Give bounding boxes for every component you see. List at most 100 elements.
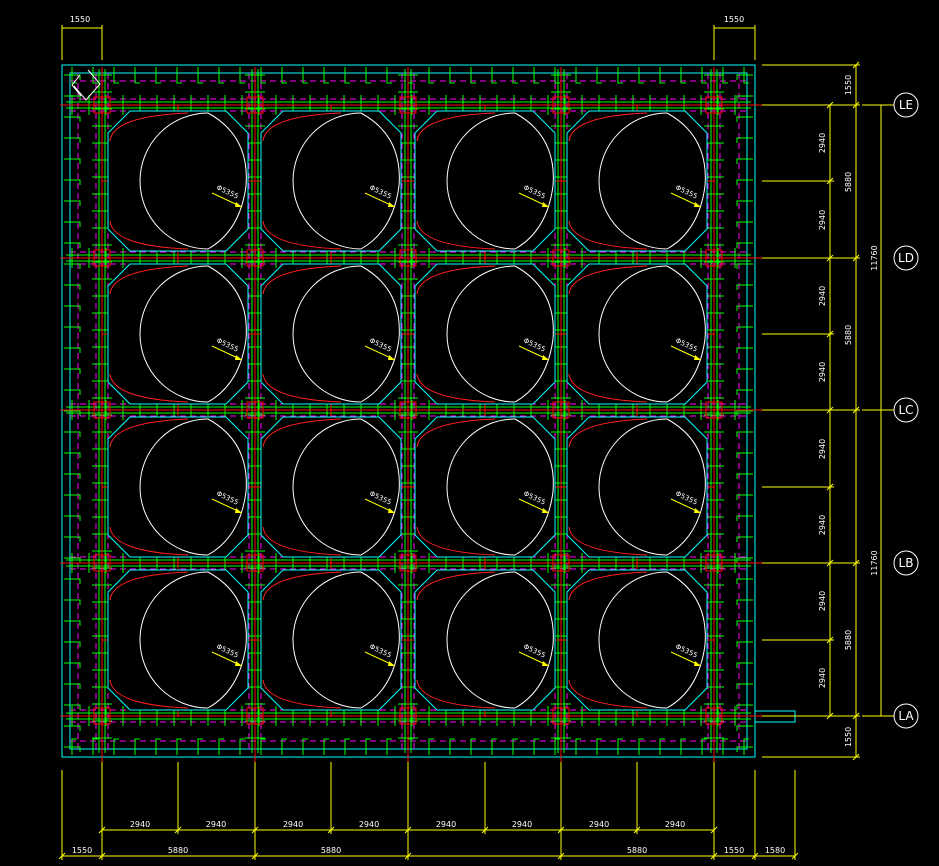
bracket-top-420 [71,67,77,84]
bracket-bottom-475 [638,738,644,755]
node-1-3 [246,554,264,572]
bottom-dim-1-6: 2940 [512,820,532,829]
grid-bubble-lc-circle [893,397,919,423]
bracket-bottom-445 [323,738,329,755]
bracket-bottom-429 [155,738,161,755]
dim-tick-31 [852,712,860,720]
bracket-left-530 [64,536,81,542]
bracket-bottom-455 [428,738,434,755]
well-outline [107,416,249,558]
bracket-bottom-423 [92,738,98,755]
well-arc-red-bottom [416,679,496,709]
well-arc-red-bottom [109,373,189,403]
bracket-top-428 [155,67,161,84]
bracket-left-488 [64,95,81,101]
well-arc-outer [514,265,554,403]
bracket-bottom-435 [218,738,224,755]
well-arc-inner [598,265,668,403]
node-1-2 [246,401,264,419]
bracket-left-526 [64,494,81,500]
bracket-left-512 [64,347,81,353]
bracket-right-533 [736,557,753,563]
well-outline [414,263,556,405]
dim-tick-4 [404,826,412,834]
dim-tick-24 [826,636,834,644]
right-dim-1-2: 2940 [818,210,827,230]
well-outline [107,263,249,405]
well-1-1: Φ5355 [260,263,402,405]
grid-label-lb: LB [899,556,914,570]
node-0-1 [93,249,111,267]
top-dim-left: 1550 [70,15,90,24]
bottom-dim-2-1: 1550 [72,846,92,855]
well-arc-outer [514,418,554,556]
bracket-top-444 [323,67,329,84]
right-dim-2-2: 5880 [844,172,853,192]
dim-tick-18 [826,177,834,185]
node-1-0 [246,96,264,114]
well-arc-red-bottom [262,373,342,403]
grid-bubble-lb-circle [893,550,919,576]
well-arc-red-bottom [416,220,496,250]
well-arc-inner [446,571,516,709]
well-arc-outer [207,112,247,250]
bracket-bottom-439 [260,738,266,755]
bracket-bottom-481 [701,738,707,755]
well-arc-red-top [262,418,342,448]
bracket-bottom-431 [176,738,182,755]
well-outline [260,569,402,711]
well-arc-red-bottom [416,526,496,556]
bracket-right-487 [736,74,753,80]
well-arc-outer [666,418,706,556]
bracket-top-474 [638,67,644,84]
bracket-top-430 [176,67,182,84]
radius-arrowhead [694,202,701,207]
bracket-bottom-485 [743,738,749,755]
well-1-3: Φ5355 [566,263,708,405]
well-arc-outer [514,571,554,709]
dim-tick-22 [826,483,834,491]
well-arc-red-top [262,265,342,295]
dim-tick-32 [852,753,860,761]
bracket-right-495 [736,158,753,164]
well-arc-red-bottom [568,679,648,709]
well-arc-outer [360,418,400,556]
dim-tick-12 [404,852,412,860]
bracket-top-456 [449,67,455,84]
bracket-left-492 [64,137,81,143]
bottom-dim-1-2: 2940 [206,820,226,829]
well-arc-red-top [568,265,648,295]
well-arc-inner [292,418,362,556]
bracket-top-482 [722,67,728,84]
node-2-4 [399,707,417,725]
well-0-2: Φ5355 [414,110,556,252]
well-arc-red-bottom [109,679,189,709]
well-arc-red-bottom [416,373,496,403]
well-arc-outer [207,571,247,709]
bracket-left-516 [64,389,81,395]
bracket-bottom-441 [281,738,287,755]
bracket-top-468 [575,67,581,84]
well-arc-red-top [109,265,189,295]
grid-bubble-lb: LB [893,550,919,576]
well-arc-red-bottom [109,526,189,556]
bracket-top-422 [92,67,98,84]
well-3-2: Φ5355 [414,569,556,711]
dim-tick-8 [710,826,718,834]
well-arc-inner [292,571,362,709]
bracket-right-507 [736,284,753,290]
bracket-bottom-483 [722,738,728,755]
bracket-left-510 [64,326,81,332]
right-dim-1-3: 2940 [818,286,827,306]
well-outline [260,416,402,558]
well-2-1: Φ5355 [260,416,402,558]
bracket-top-424 [113,67,119,84]
well-arc-red-top [568,112,648,142]
bracket-left-538 [64,620,81,626]
node-2-0 [399,96,417,114]
bracket-left-498 [64,200,81,206]
right-dim-1-7: 2940 [818,591,827,611]
bracket-bottom-449 [365,738,371,755]
grid-bubble-lc: LC [893,397,919,423]
node-0-0 [93,96,111,114]
